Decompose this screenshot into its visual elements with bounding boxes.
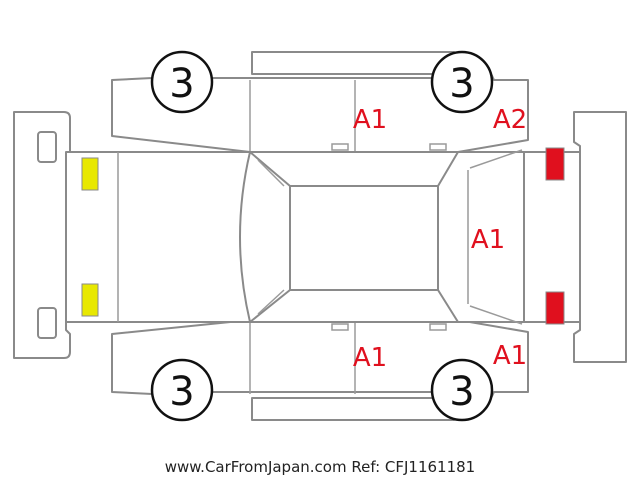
damage-mark-rear-right-corner: A1 xyxy=(493,341,527,371)
front-lamp-bottom xyxy=(81,283,99,317)
tire-rear-right-grade: 3 xyxy=(449,369,474,415)
side-strip-bottom xyxy=(251,397,455,421)
front-bumper xyxy=(13,111,71,359)
car-body xyxy=(65,149,581,325)
windshield xyxy=(239,151,291,323)
tire-front-left-grade: 3 xyxy=(169,61,194,107)
rear-window xyxy=(437,151,525,323)
rear-bumper xyxy=(573,111,627,363)
front-lamp-top xyxy=(81,157,99,191)
tire-rear-right: 3 xyxy=(430,358,494,422)
tire-rear-left-grade: 3 xyxy=(449,61,474,107)
rear-lamp-bottom xyxy=(545,291,565,325)
damage-mark-roof-rear: A1 xyxy=(353,343,387,373)
tire-front-right-grade: 3 xyxy=(169,369,194,415)
tire-front-right: 3 xyxy=(150,358,214,422)
damage-mark-front-right-corner: A2 xyxy=(493,105,527,135)
damage-mark-roof-front: A1 xyxy=(353,105,387,135)
damage-mark-rear-window: A1 xyxy=(471,225,505,255)
rear-lamp-top xyxy=(545,147,565,181)
side-strip-top xyxy=(251,51,455,75)
tire-front-left: 3 xyxy=(150,50,214,114)
tire-rear-left: 3 xyxy=(430,50,494,114)
reference-watermark: www.CarFromJapan.com Ref: CFJ1161181 xyxy=(165,458,475,476)
roof xyxy=(289,185,439,291)
